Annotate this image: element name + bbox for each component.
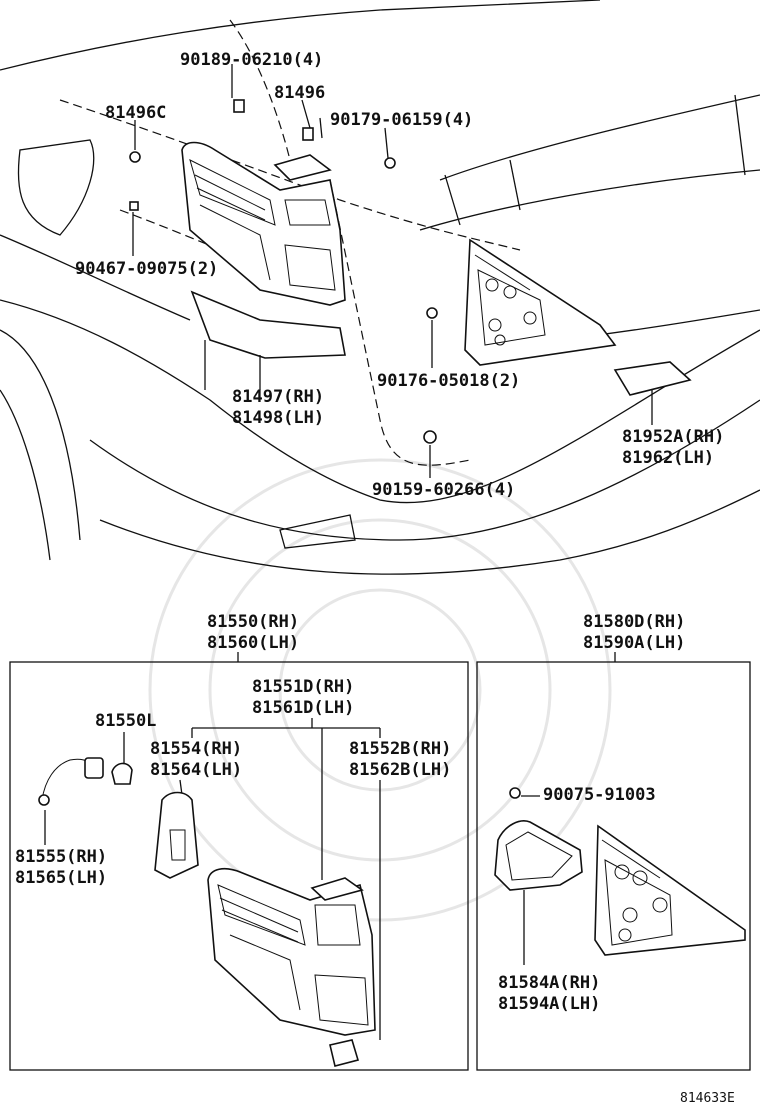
callout-81555: 81555(RH) bbox=[15, 847, 107, 867]
callout-90075: 90075-91003 bbox=[543, 785, 656, 805]
callout-81564: 81564(LH) bbox=[150, 760, 242, 780]
diagram-id: 814633E bbox=[680, 1091, 735, 1106]
callout-81497: 81497(RH) bbox=[232, 387, 324, 407]
callout-81498: 81498(LH) bbox=[232, 408, 324, 428]
gasket-81952a bbox=[613, 361, 692, 396]
callout-81554: 81554(RH) bbox=[150, 739, 242, 759]
callout-81565: 81565(LH) bbox=[15, 868, 107, 888]
callout-90467: 90467-09075(2) bbox=[75, 259, 218, 279]
top-callouts: 90189-06210(4) 81496 81496C 90179-06159(… bbox=[75, 50, 724, 500]
callout-81550l: 81550L bbox=[95, 711, 156, 731]
fasteners bbox=[129, 99, 521, 799]
callout-81584a: 81584A(RH) bbox=[498, 973, 600, 993]
right-box-title-lh: 81590A(LH) bbox=[583, 633, 685, 653]
callout-90179: 90179-06159(4) bbox=[330, 110, 473, 130]
socket-81555 bbox=[84, 757, 104, 779]
callout-81551d: 81551D(RH) bbox=[252, 677, 354, 697]
back-door-lamp bbox=[464, 238, 617, 366]
callout-81552b: 81552B(RH) bbox=[349, 739, 451, 759]
vehicle-body-outline bbox=[0, 0, 760, 575]
callout-90189: 90189-06210(4) bbox=[180, 50, 323, 70]
callout-81952a: 81952A(RH) bbox=[622, 427, 724, 447]
left-box-title-lh: 81560(LH) bbox=[207, 633, 299, 653]
callout-81496c: 81496C bbox=[105, 103, 166, 123]
callout-81962: 81962(LH) bbox=[622, 448, 714, 468]
callout-81561d: 81561D(LH) bbox=[252, 698, 354, 718]
gasket-81554 bbox=[154, 791, 199, 879]
rear-lamp-lens-housing bbox=[207, 867, 376, 1036]
callout-81562b: 81562B(LH) bbox=[349, 760, 451, 780]
bulb-81550l bbox=[111, 762, 133, 785]
callout-90176: 90176-05018(2) bbox=[377, 371, 520, 391]
back-door-lamp-lens bbox=[594, 824, 746, 956]
right-box-door-lamp-assembly: 81580D(RH) 81590A(LH) 90075-91003 81584A… bbox=[476, 612, 751, 1071]
clip-81552b bbox=[329, 1039, 360, 1067]
callout-81496: 81496 bbox=[274, 83, 325, 103]
reflector-81497 bbox=[190, 290, 346, 359]
rear-lamp-body-mounted bbox=[181, 141, 346, 306]
right-box-title-rh: 81580D(RH) bbox=[583, 612, 685, 632]
top-leader-lines bbox=[132, 64, 653, 478]
left-box-title-rh: 81550(RH) bbox=[207, 612, 299, 632]
callout-90159: 90159-60266(4) bbox=[372, 480, 515, 500]
left-box-lamp-assembly: 81550(RH) 81560(LH) 81551D(RH) 81561D(LH… bbox=[9, 612, 469, 1071]
callout-81594a: 81594A(LH) bbox=[498, 994, 600, 1014]
